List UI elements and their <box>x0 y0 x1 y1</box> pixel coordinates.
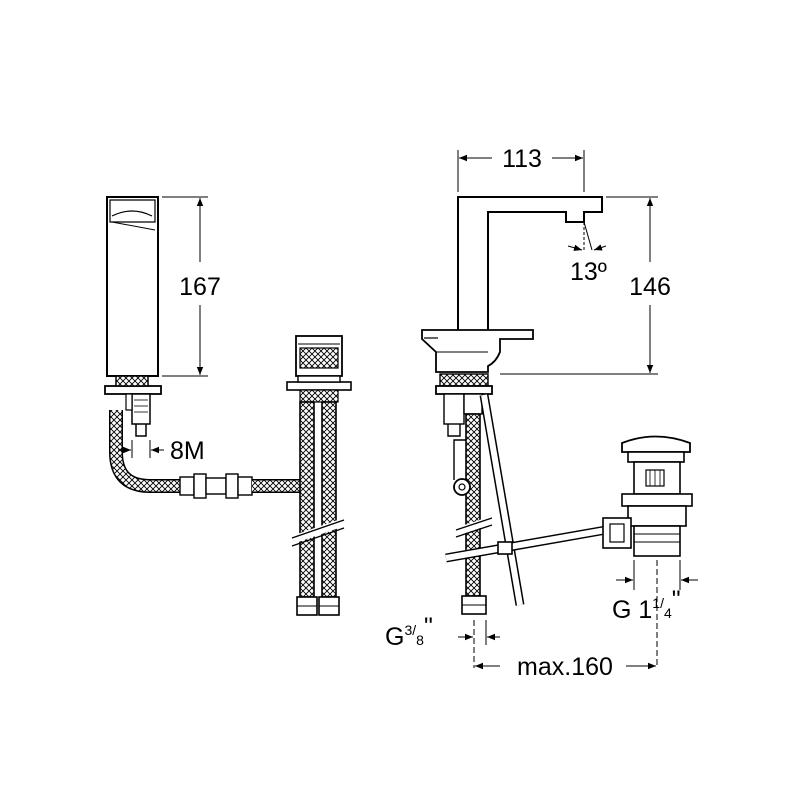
drain-waste <box>602 435 693 557</box>
faucet-spout <box>421 196 603 437</box>
dim-label-drain-connection: G 11/4" <box>612 586 681 624</box>
dim-label-total-height: 146 <box>629 273 671 301</box>
dimension-total-height: 146 <box>500 196 671 375</box>
faucet-body-side <box>104 196 162 437</box>
dimension-thread: 8M <box>118 437 205 465</box>
dimension-spout-angle: 13º <box>567 221 607 286</box>
flexible-hose-left <box>109 410 300 499</box>
dim-label-drain-distance: max.160 <box>517 653 613 681</box>
control-unit <box>286 335 352 616</box>
dim-label-body-height: 167 <box>179 273 221 301</box>
dim-label-hose-connection: G3/8" <box>385 613 433 651</box>
dimension-hose-connection: G3/8" <box>385 613 500 668</box>
dim-label-spout-reach: 113 <box>502 145 542 173</box>
dimension-body-height: 167 <box>162 196 221 377</box>
dimension-drain-distance: max.160 <box>475 653 656 681</box>
dimension-drain-connection: G 11/4" <box>612 560 698 668</box>
dimension-spout-reach: 113 <box>457 145 585 192</box>
left-view: 167 8M <box>104 196 352 616</box>
right-view: 113 13º 146 G3/8" <box>385 145 698 681</box>
dim-label-spout-angle: 13º <box>570 258 607 286</box>
supply-hoses <box>453 413 494 615</box>
dim-label-thread: 8M <box>170 437 205 465</box>
popup-rod <box>445 394 607 606</box>
